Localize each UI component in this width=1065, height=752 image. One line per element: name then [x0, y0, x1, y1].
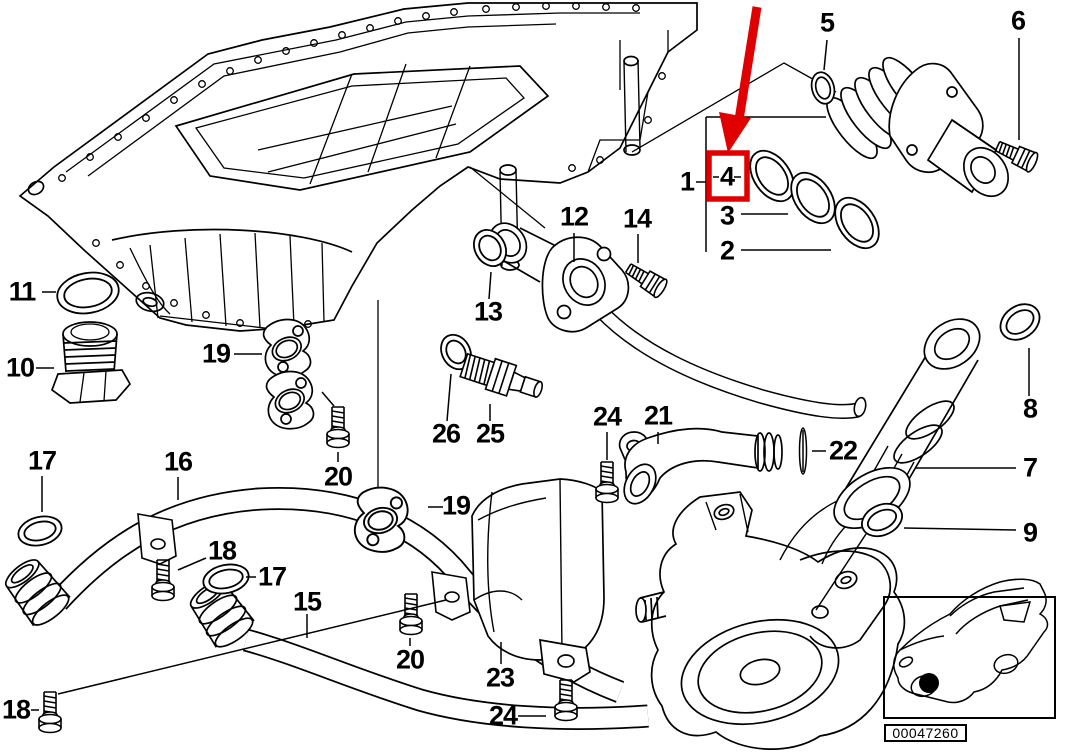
callout-7[interactable]: 7: [1022, 452, 1038, 483]
o-ring-2: [834, 196, 880, 250]
callout-18-upper[interactable]: 18: [207, 535, 237, 566]
callout-1[interactable]: 1: [679, 166, 695, 197]
callout-25[interactable]: 25: [475, 418, 505, 449]
gasket-19-top: [262, 318, 312, 378]
o-ring-3: [790, 171, 836, 225]
gasket-19-second: [265, 370, 315, 430]
o-ring-17-left: [17, 515, 63, 547]
o-ring-5: [810, 71, 836, 105]
o-ring-11: [56, 271, 120, 315]
o-ring-26: [440, 333, 472, 371]
callout-18-lower[interactable]: 18: [1, 694, 31, 725]
oil-pump: [635, 491, 906, 750]
callout-17-left[interactable]: 17: [27, 445, 57, 476]
car-icon: [893, 578, 1049, 704]
callout-5[interactable]: 5: [819, 7, 835, 38]
callout-20-lower[interactable]: 20: [395, 644, 425, 675]
o-ring-9: [861, 502, 903, 538]
strainer-pipe-7: [833, 318, 981, 530]
pipe-16-sleeve: [0, 552, 75, 632]
callout-20-upper[interactable]: 20: [323, 461, 353, 492]
bolt-14: [621, 258, 670, 300]
vehicle-thumbnail[interactable]: [883, 596, 1056, 719]
callout-16[interactable]: 16: [163, 446, 193, 477]
bolt-24-upper: [595, 461, 619, 504]
callout-12[interactable]: 12: [559, 201, 589, 232]
callout-19-left[interactable]: 19: [201, 338, 231, 369]
callout-15[interactable]: 15: [292, 586, 322, 617]
callout-24-upper[interactable]: 24: [592, 401, 622, 432]
pipe-16-bracket: [137, 513, 177, 565]
part-location-dot: [919, 673, 939, 693]
callout-23[interactable]: 23: [485, 662, 515, 693]
fitting-25: [459, 352, 543, 398]
valve-assembly-1: [825, 56, 1010, 198]
callout-6[interactable]: 6: [1010, 5, 1026, 36]
pipe-15-bracket: [431, 571, 471, 621]
diagram-code: 00047260: [884, 724, 967, 742]
bolt-20-lower: [399, 593, 423, 636]
o-ring-17-mid: [202, 563, 250, 595]
oil-pan: [18, 2, 698, 332]
callout-11[interactable]: 11: [8, 276, 37, 307]
callout-14[interactable]: 14: [622, 203, 652, 234]
callout-26[interactable]: 26: [431, 418, 461, 449]
callout-13[interactable]: 13: [473, 296, 503, 327]
o-ring-8: [999, 303, 1041, 341]
callout-21[interactable]: 21: [643, 400, 673, 431]
leader-lines: [31, 38, 1030, 717]
callout-2[interactable]: 2: [719, 235, 735, 266]
highlight-box: [706, 150, 750, 202]
callout-24-lower[interactable]: 24: [488, 700, 518, 731]
bolt-18-lower: [38, 691, 62, 734]
callout-22[interactable]: 22: [828, 435, 858, 466]
drain-plug-10: [50, 321, 132, 404]
callout-8[interactable]: 8: [1022, 393, 1038, 424]
callout-3[interactable]: 3: [719, 200, 735, 231]
callout-4[interactable]: 4: [719, 161, 735, 192]
bolt-24-lower: [554, 679, 578, 722]
o-ring-13: [473, 229, 507, 267]
suction-elbow-21: [618, 427, 783, 505]
bolt-20-upper: [326, 406, 350, 449]
bolt-18-upper: [151, 559, 175, 602]
gasket-19-third: [348, 482, 414, 557]
baffle-cover-23: [471, 478, 605, 683]
callout-9[interactable]: 9: [1022, 517, 1038, 548]
highlight-arrow: [719, 6, 762, 153]
callout-10[interactable]: 10: [5, 352, 35, 383]
callout-17-mid[interactable]: 17: [257, 561, 287, 592]
o-ring-4: [749, 149, 795, 203]
callout-19-mid[interactable]: 19: [441, 490, 471, 521]
pin-22: [798, 427, 808, 475]
